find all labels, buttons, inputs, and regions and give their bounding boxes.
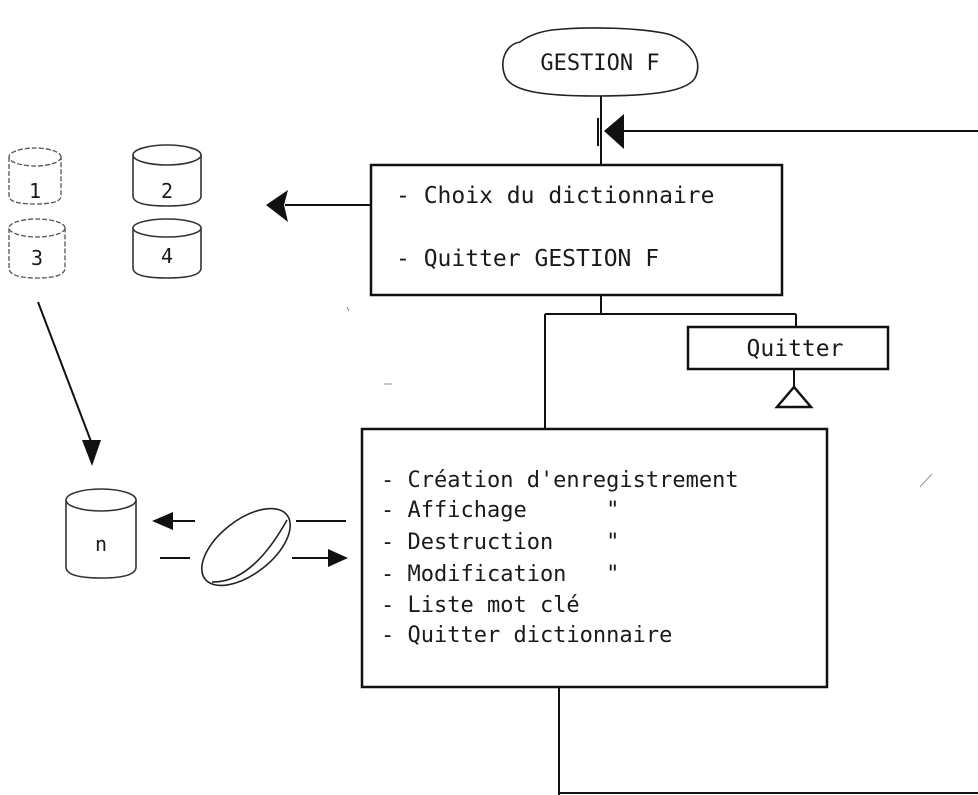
connector-to-file-arrowhead [152,512,173,530]
dictionary-menu-item-keyword-list: - Liste mot clé [381,593,580,618]
connector-disks-to-file-arrowhead [82,440,101,466]
disk-3: 3 [8,218,66,279]
start-node-label: GESTION F [540,51,659,76]
dictionary-menu-item-delete: - Destruction " [381,530,619,555]
connector-disks-to-file-line [37,301,93,445]
connector-to-file [152,512,195,530]
main-menu-item-quit: - Quitter GESTION F [396,246,659,272]
dictionary-menu-item-quit: - Quitter dictionnaire [381,623,672,648]
connector-disks-to-file [37,301,101,466]
dictionary-menu-item-display: - Affichage " [381,498,619,523]
disk-4-label: 4 [161,244,173,268]
dictionary-menu-box: - Création d'enregistrement - Affichage … [360,427,829,689]
main-menu-item-choose-dictionary: - Choix du dictionnaire [396,183,715,209]
dictionary-menu-item-create: - Création d'enregistrement [381,468,739,493]
quit-box-frame [686,325,890,371]
file-n-cylinder: n [65,488,137,579]
start-node: GESTION F [502,27,699,97]
disk-1: 1 [8,147,62,205]
start-node-oval [502,27,699,97]
return-loop [597,114,978,149]
diskette-icon [200,507,292,587]
disk-2: 2 [132,144,202,207]
disk-2-label: 2 [161,179,173,203]
quit-box-triangle [774,385,814,409]
quit-box: Quitter [686,325,890,409]
disk-1-label: 1 [29,179,41,203]
file-n-label: n [95,532,107,556]
return-loop-arrowhead [604,114,624,149]
dictionary-disks: 1 2 3 4 [8,144,202,279]
main-menu-frame [369,163,784,297]
dictionary-menu-item-modify: - Modification " [381,562,619,587]
connector-to-menu [160,549,348,567]
scan-specks [346,306,933,488]
connector-to-menu-arrowhead [328,549,348,567]
quit-box-label: Quitter [747,336,844,362]
main-menu-box: - Choix du dictionnaire - Quitter GESTIO… [369,163,784,297]
connector-main-to-disks-arrowhead [266,190,288,222]
connector-main-to-disks [266,190,371,222]
disk-3-label: 3 [31,246,43,270]
bottom-return-loop [558,687,978,795]
disk-4: 4 [132,218,202,279]
connector-main-to-dictionary [544,295,797,429]
dictionary-menu-frame [360,427,829,689]
